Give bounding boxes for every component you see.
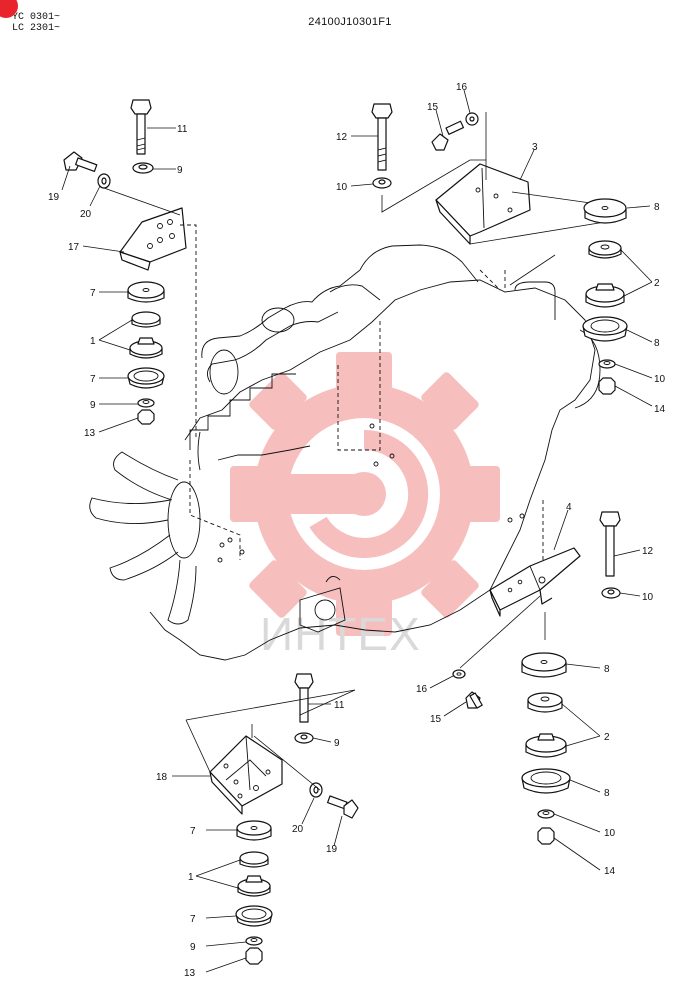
callout-10-lower: 10 — [642, 592, 654, 603]
callout-18: 18 — [156, 772, 168, 783]
nut-14-upper-right — [598, 377, 616, 395]
callout-7-upper-a: 7 — [90, 288, 96, 299]
callout-14-bottom: 14 — [604, 866, 616, 877]
bracket-17 — [119, 207, 187, 271]
callout-9-upper: 9 — [177, 165, 183, 176]
cushion-1-lower — [237, 851, 271, 897]
callout-9-lower-mid: 9 — [334, 738, 340, 749]
cushion-7-lower-left — [127, 367, 165, 389]
washer-10-bottom — [537, 809, 555, 819]
callout-7-upper-b: 7 — [90, 374, 96, 385]
bolt-19-left — [63, 151, 98, 173]
cushion-2-upper-right — [585, 240, 625, 308]
callout-16-upper: 16 — [456, 82, 468, 93]
watermark-text: ИНТЕХ — [260, 608, 421, 660]
washer-9-left — [137, 398, 155, 408]
bolt-11-upper — [130, 99, 152, 155]
nut-13-left — [137, 409, 155, 425]
cushion-7-bottom — [235, 905, 273, 927]
nut-13-bottom — [245, 947, 263, 965]
callout-12-lower: 12 — [642, 546, 654, 557]
callout-8-lower-a: 8 — [604, 664, 610, 675]
cushion-8-lower-right — [582, 316, 628, 342]
washer-9-bottom — [245, 936, 263, 946]
washer-20-left — [97, 173, 111, 189]
callout-10-upper: 10 — [336, 182, 348, 193]
callout-9-bottom: 9 — [190, 942, 196, 953]
washer-10-lower — [601, 587, 621, 599]
bolt-12-upper — [371, 103, 393, 171]
callout-10-upper-right: 10 — [654, 374, 666, 385]
model-code-line-1: YC 0301~ — [12, 12, 61, 23]
callout-2-lower: 2 — [604, 732, 610, 743]
bolt-11-lower — [294, 673, 314, 723]
model-code-line-2: LC 2301~ — [12, 23, 61, 34]
callout-1-upper: 1 — [90, 336, 96, 347]
bolt-15-upper — [431, 120, 465, 151]
cushion-8-upper-right — [583, 198, 627, 224]
washer-9-upper-left — [132, 162, 154, 174]
washer-10-upper — [372, 177, 392, 189]
cushion-2-lower — [525, 692, 567, 758]
callout-1-lower: 1 — [188, 872, 194, 883]
callout-15-lower: 15 — [430, 714, 442, 725]
callout-20-lower: 20 — [292, 824, 304, 835]
bracket-18 — [209, 735, 283, 815]
callout-12-upper: 12 — [336, 132, 348, 143]
callout-10-bottom: 10 — [604, 828, 616, 839]
engine-outline — [89, 244, 601, 661]
washer-10-upper-right — [598, 359, 616, 369]
callout-8-upper-b: 8 — [654, 338, 660, 349]
cushion-1-upper-left — [129, 311, 163, 359]
leader-lines — [61, 89, 653, 973]
bolt-12-lower — [599, 511, 621, 577]
callout-19-upper: 19 — [48, 192, 60, 203]
cushion-8-lower-mid — [521, 652, 567, 678]
bolt-15-lower — [465, 691, 483, 709]
callout-2-upper: 2 — [654, 278, 660, 289]
callout-9-left: 9 — [90, 400, 96, 411]
cushion-7-upper-left — [127, 281, 165, 303]
watermark-gear-logo — [230, 352, 500, 636]
bolt-19-lower — [327, 795, 359, 819]
corner-marker — [0, 0, 18, 18]
callout-7-lower-a: 7 — [190, 826, 196, 837]
callout-11-lower: 11 — [334, 700, 345, 711]
callout-labels: 11 9 19 20 17 7 1 7 9 13 12 10 15 16 3 8… — [48, 82, 666, 979]
callout-3: 3 — [532, 142, 538, 153]
callout-8-lower-b: 8 — [604, 788, 610, 799]
washer-16-upper — [465, 112, 479, 126]
washer-16-lower — [452, 669, 466, 679]
callout-14-upper-right: 14 — [654, 404, 666, 415]
callout-8-upper-a: 8 — [654, 202, 660, 213]
callout-16-lower: 16 — [416, 684, 428, 695]
callout-7-lower-b: 7 — [190, 914, 196, 925]
callout-19-lower: 19 — [326, 844, 338, 855]
callout-20-upper: 20 — [80, 209, 92, 220]
cushion-8-bottom — [521, 768, 571, 794]
callout-11-upper: 11 — [177, 124, 188, 135]
callout-15-upper: 15 — [427, 102, 439, 113]
bracket-4 — [489, 547, 581, 617]
callout-13-bottom: 13 — [184, 968, 196, 979]
cushion-7-lower-mid — [236, 820, 272, 841]
washer-20-lower — [309, 782, 323, 798]
washer-9-lower-mid — [294, 732, 314, 744]
drawing-number: 24100J10301F1 — [308, 16, 392, 28]
callout-17: 17 — [68, 242, 80, 253]
bracket-3 — [435, 163, 531, 245]
callout-4: 4 — [566, 502, 572, 513]
nut-14-bottom — [537, 827, 555, 845]
callout-13-left: 13 — [84, 428, 96, 439]
